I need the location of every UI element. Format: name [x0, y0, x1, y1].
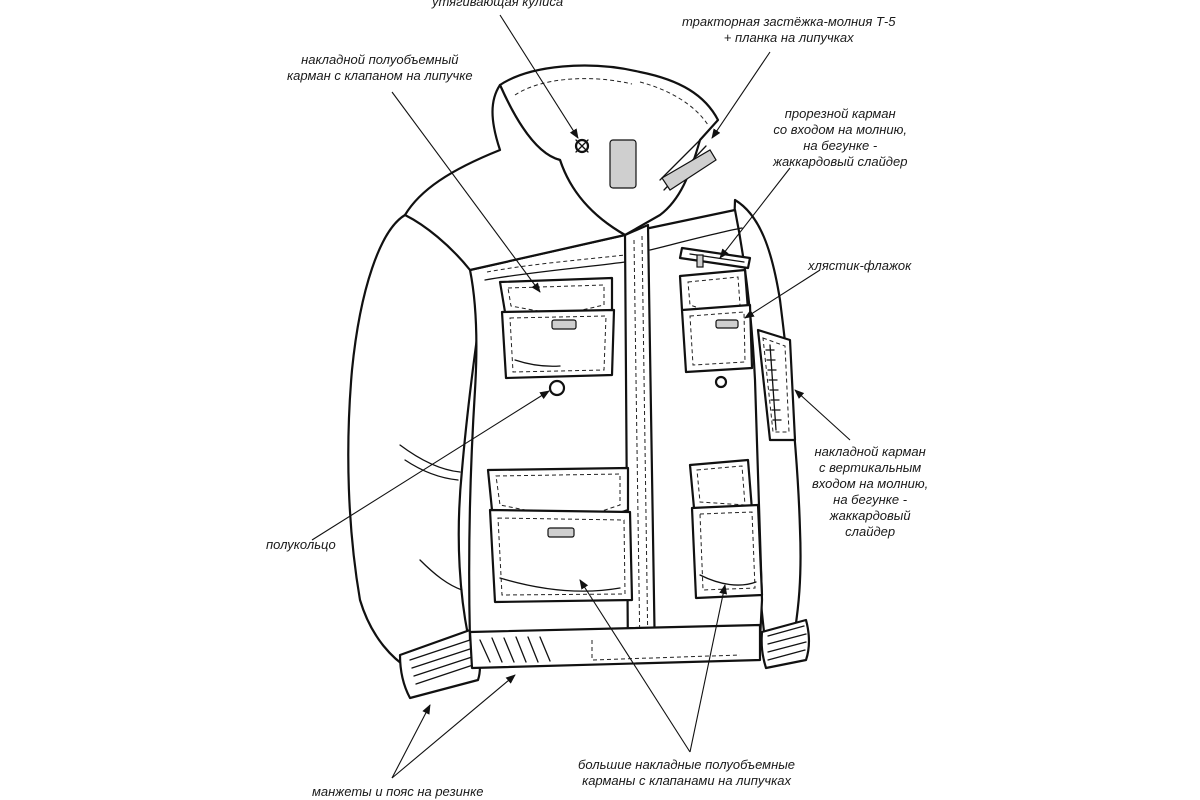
right-cuff [760, 618, 811, 670]
label-sleeve-pocket: накладной карман с вертикальным входом н… [812, 444, 928, 540]
collar-velcro-patch [609, 139, 637, 189]
right-chest-pocket [678, 268, 754, 389]
label-big-pockets-line-2: карманы с клапанами на липучках [582, 773, 791, 788]
label-sleeve-pocket-line-2: с вертикальным [819, 460, 922, 475]
label-sleeve-pocket-line-6: слайдер [845, 524, 896, 539]
label-chest-pocket-line-2: карман с клапаном на липучке [287, 68, 473, 83]
big-pocket-left [486, 466, 634, 604]
label-drawstring-text: утягивающая кулиса [432, 0, 564, 9]
sleeve-zip-pocket [756, 328, 797, 442]
label-chest-pocket-line-1: накладной полуобъемный [301, 52, 459, 67]
label-big-pockets-line-1: большие накладные полуобъемные [578, 757, 796, 772]
label-flag-tab: хлястик-флажок [808, 258, 911, 274]
label-cuffs-belt: манжеты и пояс на резинке [312, 784, 483, 800]
label-welt-pocket-line-1: прорезной карман [784, 106, 896, 121]
label-sleeve-pocket-line-1: накладной карман [814, 444, 926, 459]
label-sleeve-pocket-line-4: на бегунке - [833, 492, 908, 507]
label-sleeve-pocket-line-3: входом на молнию, [812, 476, 929, 491]
label-half-ring-text: полукольцо [266, 537, 336, 552]
collar-strap [661, 149, 717, 191]
label-half-ring: полукольцо [266, 537, 336, 553]
label-big-pockets: большие накладные полуобъемные карманы с… [578, 757, 795, 789]
label-flag-tab-text: хлястик-флажок [808, 258, 912, 273]
hem-band [468, 623, 762, 670]
big-pocket-right [688, 458, 764, 600]
label-welt-pocket-line-2: со входом на молнию, [773, 122, 908, 137]
label-drawstring: утягивающая кулиса [432, 0, 563, 10]
label-sleeve-pocket-line-5: жаккардовый [829, 508, 911, 523]
label-welt-pocket-line-4: жаккардовый слайдер [773, 154, 908, 169]
label-chest-pocket: накладной полуобъемный карман с клапаном… [287, 52, 473, 84]
drawstring-toggle [574, 138, 590, 154]
label-zipper-line-1: тракторная застёжка-молния Т-5 [682, 14, 896, 29]
label-welt-pocket-line-3: на бегунке - [803, 138, 878, 153]
half-ring [548, 379, 566, 397]
label-welt-pocket: прорезной карман со входом на молнию, на… [773, 106, 907, 170]
label-zipper-line-2: + планка на липучках [723, 30, 854, 45]
hood-collar [403, 64, 720, 272]
left-chest-pocket [498, 276, 616, 380]
label-cuffs-belt-text: манжеты и пояс на резинке [312, 784, 484, 799]
leader-lines [311, 14, 851, 779]
label-zipper: тракторная застёжка-молния Т-5 + планка … [682, 14, 895, 46]
left-sleeve [347, 213, 487, 670]
